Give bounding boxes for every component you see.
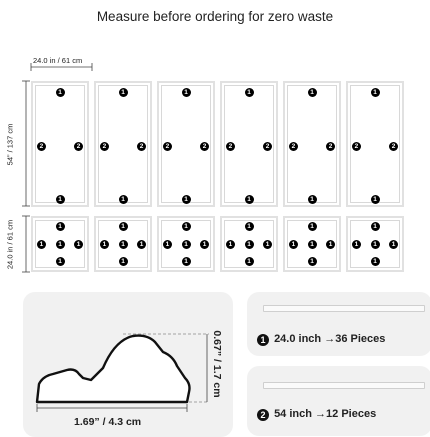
position-marker: 1 — [307, 194, 317, 204]
position-marker: 2 — [263, 142, 273, 152]
position-marker: 1 — [263, 239, 273, 249]
position-marker: 1 — [244, 194, 254, 204]
option-2-label: 2 54 inch →12 Pieces — [257, 408, 376, 421]
position-marker: 1 — [200, 239, 210, 249]
position-marker: 1 — [244, 87, 254, 97]
position-marker: 1 — [137, 239, 147, 249]
position-marker: 2 — [36, 142, 46, 152]
position-marker: 1 — [36, 239, 46, 249]
position-marker: 1 — [370, 257, 380, 267]
position-marker: 1 — [55, 87, 65, 97]
position-marker: 2 — [99, 142, 109, 152]
position-marker: 2 — [351, 142, 361, 152]
position-marker: 2 — [74, 142, 84, 152]
option-1-label: 1 24.0 inch →36 Pieces — [257, 333, 385, 346]
rail-54-inch — [263, 382, 425, 389]
position-marker: 1 — [181, 239, 191, 249]
position-marker: 1 — [244, 221, 254, 231]
option-1-pieces: →36 Pieces — [324, 333, 386, 345]
option-card-2 — [247, 366, 430, 436]
position-marker: 1 — [244, 239, 254, 249]
position-marker: 1 — [55, 257, 65, 267]
position-marker: 2 — [162, 142, 172, 152]
position-marker: 1 — [55, 221, 65, 231]
option-2-pieces: →12 Pieces — [315, 408, 377, 420]
position-marker: 1 — [162, 239, 172, 249]
position-marker: 1 — [307, 257, 317, 267]
profile-height-label: 0.67” / 1.7 cm — [211, 330, 223, 398]
width-label: 24.0 in / 61 cm — [33, 56, 83, 65]
position-marker: 1 — [181, 257, 191, 267]
position-marker: 2 — [389, 142, 399, 152]
profile-width-label: 1.69” / 4.3 cm — [74, 416, 142, 428]
position-marker: 2 — [288, 142, 298, 152]
position-marker: 2 — [137, 142, 147, 152]
molding-profile-diagram — [35, 333, 209, 412]
position-marker: 1 — [370, 239, 380, 249]
position-marker: 1 — [326, 239, 336, 249]
position-marker: 1 — [118, 194, 128, 204]
position-marker: 1 — [118, 257, 128, 267]
position-marker: 2 — [200, 142, 210, 152]
position-marker: 1 — [244, 257, 254, 267]
position-marker: 1 — [118, 221, 128, 231]
position-marker: 1 — [74, 239, 84, 249]
position-marker: 1 — [307, 221, 317, 231]
position-marker: 1 — [181, 221, 191, 231]
position-marker: 1 — [181, 87, 191, 97]
tall-height-label: 54” / 137 cm — [5, 123, 15, 166]
position-marker: 1 — [55, 194, 65, 204]
position-marker: 1 — [99, 239, 109, 249]
position-marker: 1 — [370, 87, 380, 97]
option-1-length: 24.0 inch — [274, 333, 322, 345]
position-marker: 1 — [118, 87, 128, 97]
position-marker: 1 — [307, 239, 317, 249]
page-title: Measure before ordering for zero waste — [96, 9, 334, 24]
rail-24-inch — [263, 305, 425, 312]
position-marker: 1 — [225, 239, 235, 249]
badge-1: 1 — [257, 334, 269, 346]
position-marker: 1 — [55, 239, 65, 249]
position-marker: 2 — [225, 142, 235, 152]
position-marker: 1 — [389, 239, 399, 249]
option-card-1 — [247, 292, 430, 356]
option-2-length: 54 inch — [274, 408, 312, 420]
position-marker: 1 — [288, 239, 298, 249]
position-marker: 2 — [326, 142, 336, 152]
position-marker: 1 — [351, 239, 361, 249]
position-marker: 1 — [181, 194, 191, 204]
badge-2: 2 — [257, 409, 269, 421]
position-marker: 1 — [370, 194, 380, 204]
short-height-label: 24.0 in / 61 cm — [5, 219, 15, 270]
position-marker: 1 — [118, 239, 128, 249]
position-marker: 1 — [370, 221, 380, 231]
position-marker: 1 — [307, 87, 317, 97]
